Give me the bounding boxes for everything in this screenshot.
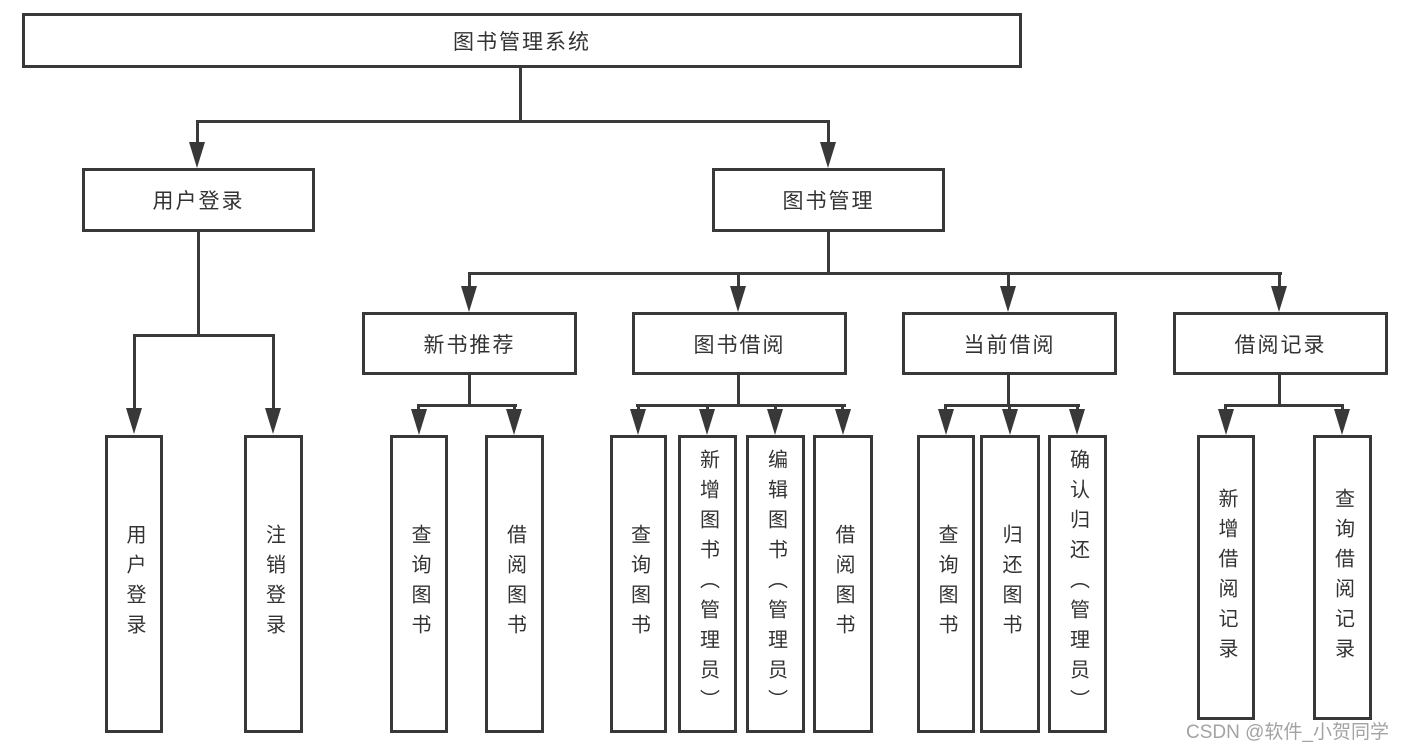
node-current-borrow-label: 当前借阅 xyxy=(963,333,1056,357)
leaf-user-login: 用户登录 xyxy=(105,435,163,733)
connector-line xyxy=(944,404,1080,407)
leaf-current-confirm-return-label: 确认归还（管理员） xyxy=(1066,449,1089,719)
connector-line xyxy=(272,334,275,410)
arrow-down-icon xyxy=(1000,286,1016,312)
arrow-down-icon xyxy=(1271,286,1287,312)
arrow-down-icon xyxy=(820,142,836,168)
leaf-borrow-borrow-book: 借阅图书 xyxy=(813,435,873,733)
connector-line xyxy=(196,120,199,148)
connector-line xyxy=(197,232,200,336)
watermark: CSDN @软件_小贺同学 xyxy=(1186,722,1389,743)
connector-line xyxy=(1007,272,1010,288)
leaf-record-query-label: 查询借阅记录 xyxy=(1331,487,1354,668)
connector-line xyxy=(827,120,830,148)
connector-line xyxy=(133,334,275,337)
arrow-down-icon xyxy=(938,409,954,435)
node-root: 图书管理系统 xyxy=(22,13,1022,68)
leaf-borrow-add-book-label: 新增图书（管理员） xyxy=(696,449,719,719)
arrow-down-icon xyxy=(630,409,646,435)
node-book-borrow: 图书借阅 xyxy=(632,312,847,375)
node-book-borrow-label: 图书借阅 xyxy=(693,333,786,357)
connector-line xyxy=(1278,272,1281,288)
node-new-book-recommend-label: 新书推荐 xyxy=(423,333,516,357)
leaf-recommend-borrow-book-label: 借阅图书 xyxy=(503,524,526,644)
leaf-current-confirm-return: 确认归还（管理员） xyxy=(1048,435,1107,733)
node-borrow-record: 借阅记录 xyxy=(1173,312,1388,375)
arrow-down-icon xyxy=(411,409,427,435)
leaf-logout-label: 注销登录 xyxy=(262,524,285,644)
node-book-management-label: 图书管理 xyxy=(782,190,875,213)
leaf-borrow-edit-book-label: 编辑图书（管理员） xyxy=(764,449,787,719)
leaf-borrow-borrow-book-label: 借阅图书 xyxy=(832,524,854,644)
connector-line xyxy=(468,374,471,407)
connector-line xyxy=(417,404,517,407)
connector-line xyxy=(737,272,740,288)
leaf-record-add-label: 新增借阅记录 xyxy=(1215,487,1237,668)
connector-line xyxy=(133,334,136,410)
leaf-current-query-book-label: 查询图书 xyxy=(935,524,957,644)
leaf-current-return-book-label: 归还图书 xyxy=(999,524,1021,644)
connector-line xyxy=(468,272,471,288)
arrow-down-icon xyxy=(730,286,746,312)
arrow-down-icon xyxy=(506,409,522,435)
leaf-record-query: 查询借阅记录 xyxy=(1313,435,1372,720)
arrow-down-icon xyxy=(1334,409,1350,435)
leaf-current-return-book: 归还图书 xyxy=(980,435,1040,733)
leaf-current-query-book: 查询图书 xyxy=(917,435,975,733)
leaf-borrow-edit-book: 编辑图书（管理员） xyxy=(746,435,805,733)
connector-line xyxy=(468,272,1282,275)
leaf-borrow-query-book: 查询图书 xyxy=(610,435,667,733)
leaf-recommend-query-book: 查询图书 xyxy=(390,435,448,733)
node-new-book-recommend: 新书推荐 xyxy=(362,312,577,375)
node-book-management: 图书管理 xyxy=(712,168,945,232)
connector-line xyxy=(1224,404,1344,407)
leaf-borrow-add-book: 新增图书（管理员） xyxy=(678,435,737,733)
node-root-label: 图书管理系统 xyxy=(453,30,591,54)
arrow-down-icon xyxy=(461,286,477,312)
arrow-down-icon xyxy=(767,409,783,435)
arrow-down-icon xyxy=(1002,409,1018,435)
leaf-recommend-query-book-label: 查询图书 xyxy=(408,524,430,644)
arrow-down-icon xyxy=(1218,409,1234,435)
node-current-borrow: 当前借阅 xyxy=(902,312,1117,375)
leaf-user-login-label: 用户登录 xyxy=(123,524,145,644)
node-user-login: 用户登录 xyxy=(82,168,315,232)
node-borrow-record-label: 借阅记录 xyxy=(1234,333,1327,357)
arrow-down-icon xyxy=(126,408,142,434)
arrow-down-icon xyxy=(1069,409,1085,435)
leaf-borrow-query-book-label: 查询图书 xyxy=(627,524,650,644)
arrow-down-icon xyxy=(699,409,715,435)
node-user-login-label: 用户登录 xyxy=(152,190,245,213)
connector-line xyxy=(827,232,830,275)
connector-line xyxy=(737,374,740,407)
arrow-down-icon xyxy=(189,142,205,168)
connector-line xyxy=(1007,374,1010,407)
connector-line xyxy=(1278,374,1281,407)
leaf-logout: 注销登录 xyxy=(244,435,303,733)
arrow-down-icon xyxy=(835,409,851,435)
leaf-recommend-borrow-book: 借阅图书 xyxy=(485,435,544,733)
connector-line xyxy=(636,404,846,407)
leaf-record-add: 新增借阅记录 xyxy=(1197,435,1255,720)
arrow-down-icon xyxy=(265,408,281,434)
connector-line xyxy=(196,120,830,123)
connector-line xyxy=(519,68,522,123)
